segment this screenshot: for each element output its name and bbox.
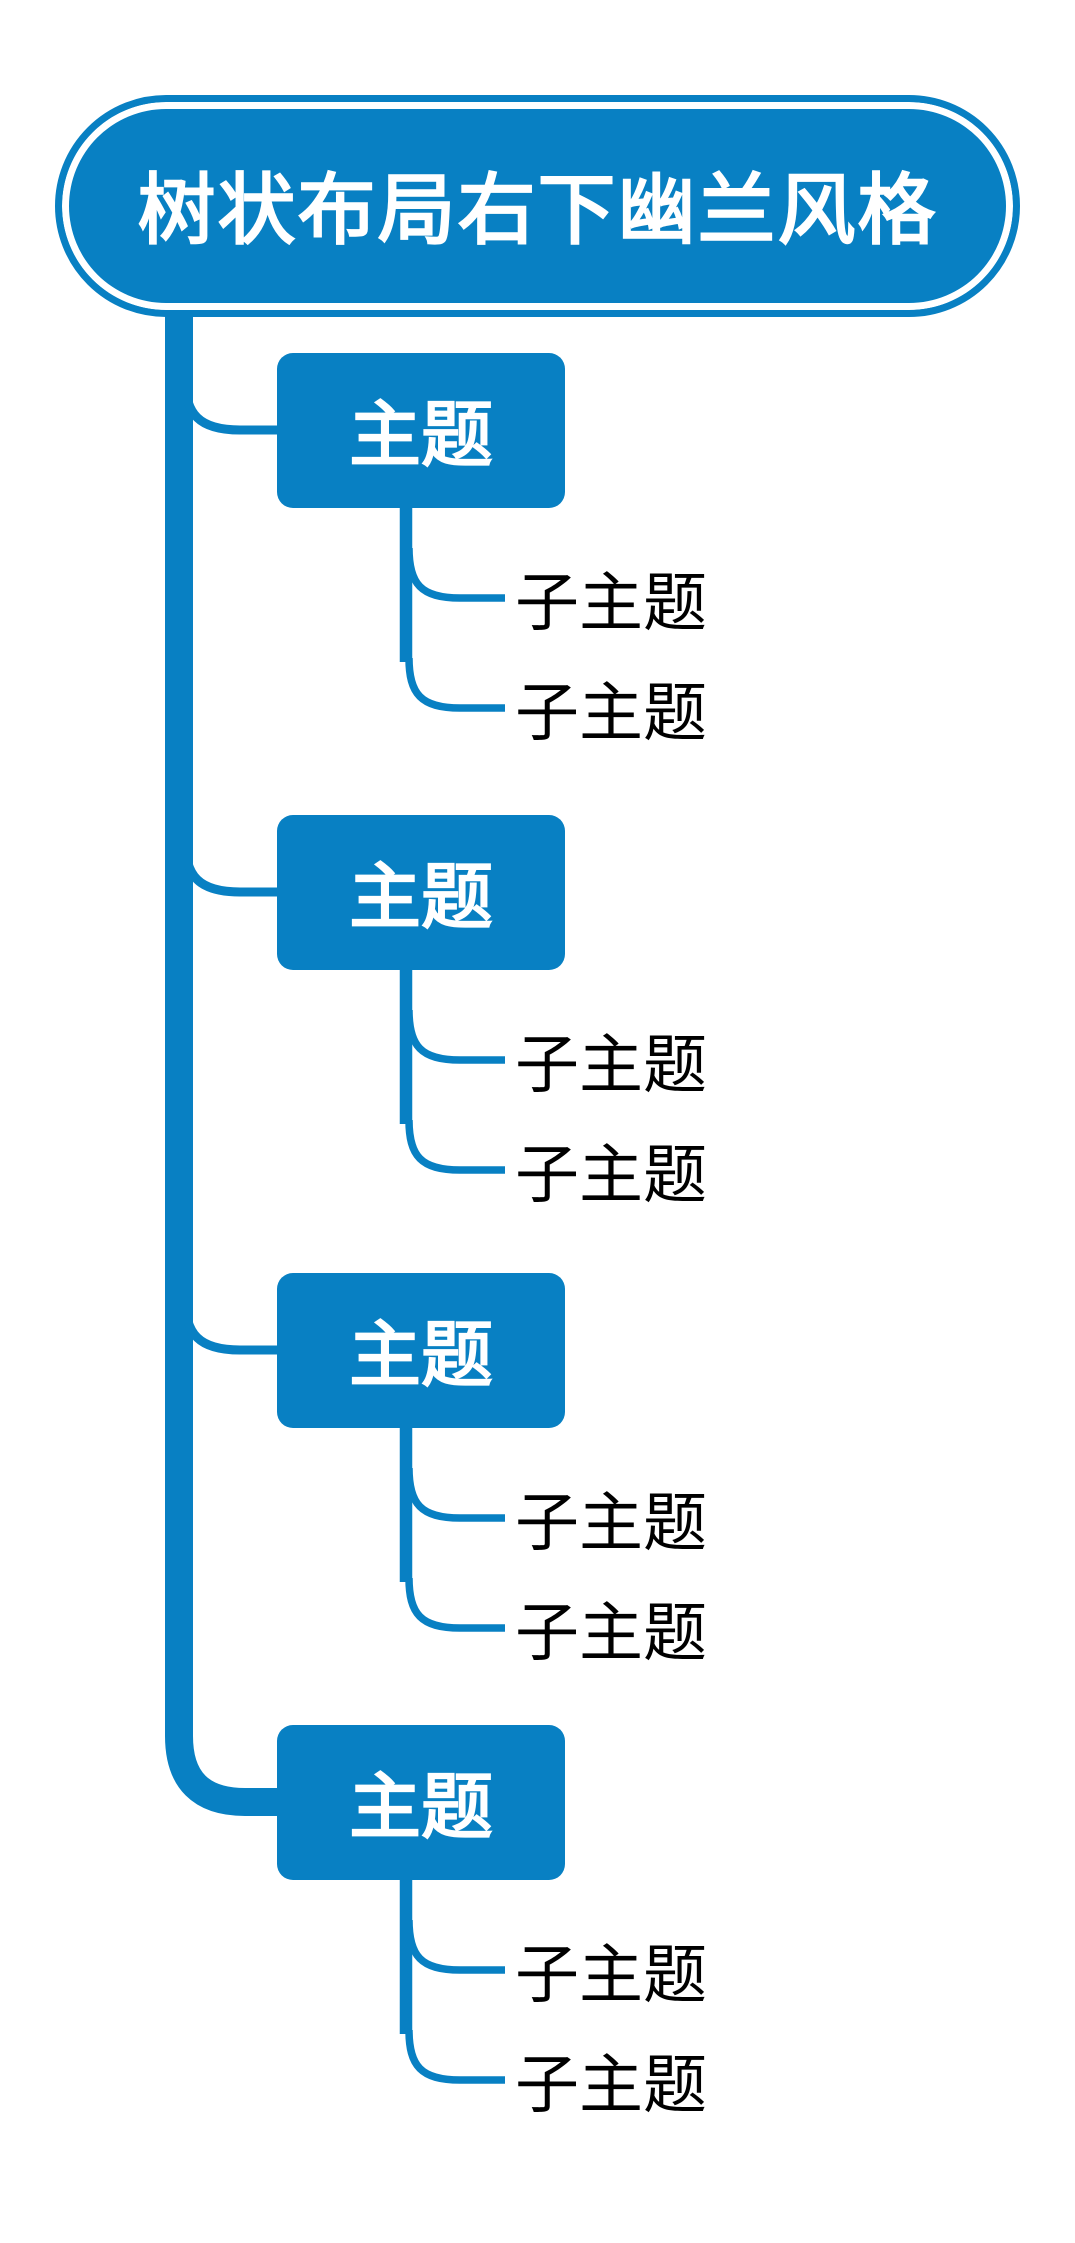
topic-node[interactable]: 主题 <box>277 352 565 508</box>
topic-label: 主题 <box>348 1315 493 1396</box>
subtopic-label: 子主题 <box>515 1140 707 1211</box>
subtopic-connector <box>405 1919 505 1974</box>
subtopic-node[interactable]: 子主题 <box>515 1020 707 1101</box>
branch-connector <box>180 377 281 435</box>
subtopic-label: 子主题 <box>515 568 707 639</box>
subtopic-connector <box>405 1119 505 1174</box>
subtopic-label: 子主题 <box>515 1488 707 1559</box>
branch-connector <box>180 1297 281 1355</box>
subtopic-node[interactable]: 子主题 <box>515 668 707 749</box>
topic-label: 主题 <box>348 1767 493 1848</box>
subtopic-connector <box>405 1577 505 1632</box>
subtopic-connector <box>405 2029 505 2084</box>
subtopic-node[interactable]: 子主题 <box>515 1588 707 1669</box>
subtopic-connector <box>405 547 505 602</box>
subtopic-label: 子主题 <box>515 1030 707 1101</box>
topic-node[interactable]: 主题 <box>277 1724 565 1880</box>
subtopic-connector <box>405 1009 505 1064</box>
root-topic-node[interactable]: 树状布局右下幽兰风格 <box>55 95 1020 317</box>
subtopic-label: 子主题 <box>515 1598 707 1669</box>
subtopic-connector <box>405 657 505 712</box>
topic-label: 主题 <box>348 395 493 476</box>
topic-node[interactable]: 主题 <box>277 814 565 970</box>
branch-connector <box>180 839 281 897</box>
subtopic-label: 子主题 <box>515 678 707 749</box>
subtopic-node[interactable]: 子主题 <box>515 1478 707 1559</box>
subtopic-node[interactable]: 子主题 <box>515 558 707 639</box>
subtopic-node[interactable]: 子主题 <box>515 1930 707 2011</box>
subtopic-node[interactable]: 子主题 <box>515 2040 707 2121</box>
subtopic-connector <box>405 1467 505 1522</box>
topic-node[interactable]: 主题 <box>277 1272 565 1428</box>
root-topic-label: 树状布局右下幽兰风格 <box>137 167 938 254</box>
topic-label: 主题 <box>348 857 493 938</box>
trunk-connector <box>165 305 281 1816</box>
subtopic-label: 子主题 <box>515 2050 707 2121</box>
subtopic-node[interactable]: 子主题 <box>515 1130 707 1211</box>
subtopic-label: 子主题 <box>515 1940 707 2011</box>
